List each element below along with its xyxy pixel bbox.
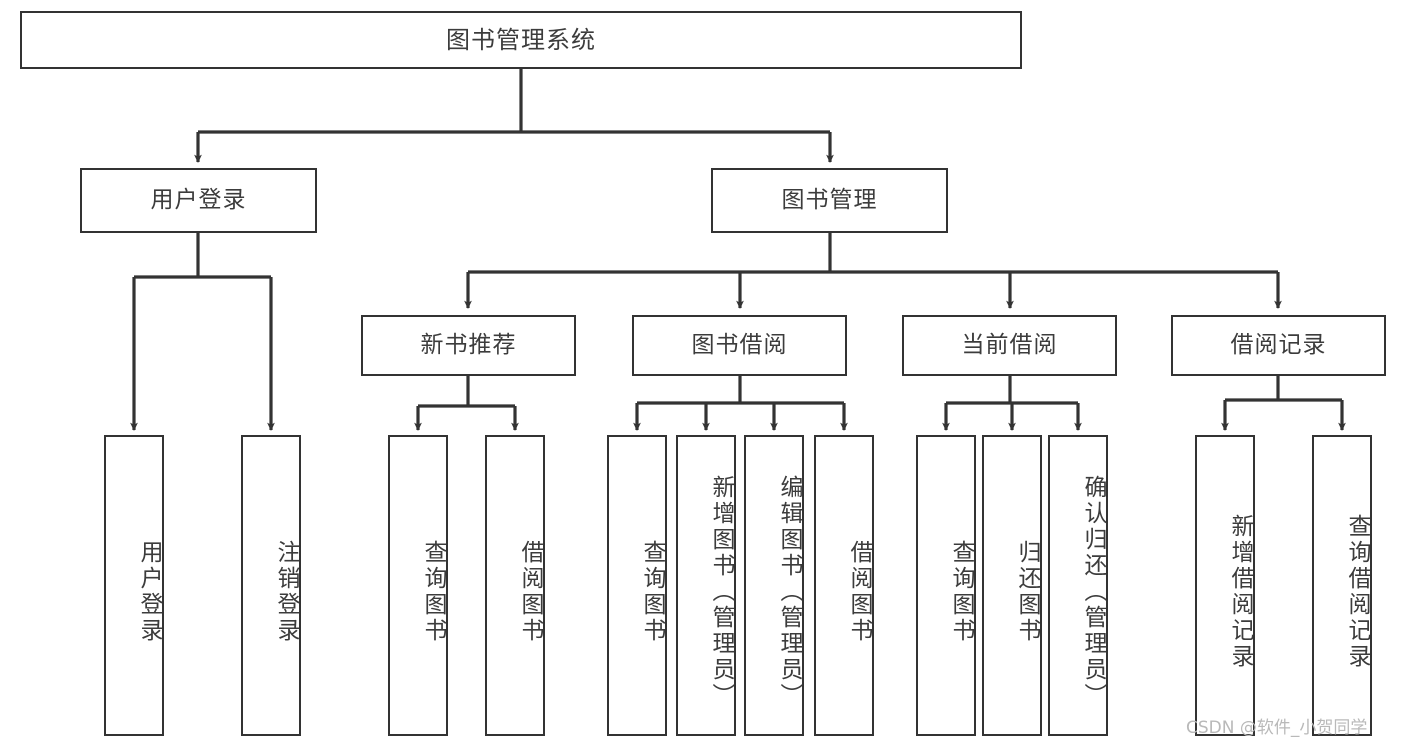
node-leaf-confirm-return[interactable]: 确认归还（管理员） xyxy=(1048,435,1108,736)
node-label: 图书管理系统 xyxy=(446,25,596,54)
node-label: 查询借阅记录 xyxy=(1344,513,1370,670)
node-user-login[interactable]: 用户登录 xyxy=(80,168,317,233)
node-label: 借阅记录 xyxy=(1230,331,1327,358)
node-label: 新增图书（管理员） xyxy=(708,474,734,709)
node-label: 图书借阅 xyxy=(691,331,788,358)
node-label: 借阅图书 xyxy=(517,539,543,644)
node-book-borrow[interactable]: 图书借阅 xyxy=(632,315,847,376)
node-leaf-query-book-2[interactable]: 查询图书 xyxy=(607,435,667,736)
node-leaf-logout-login[interactable]: 注销登录 xyxy=(241,435,301,736)
node-leaf-edit-book[interactable]: 编辑图书（管理员） xyxy=(744,435,804,736)
node-label: 新增借阅记录 xyxy=(1227,513,1253,670)
node-leaf-query-book-1[interactable]: 查询图书 xyxy=(388,435,448,736)
node-label: 注销登录 xyxy=(273,539,299,644)
node-label: 用户登录 xyxy=(136,539,162,644)
node-leaf-add-book[interactable]: 新增图书（管理员） xyxy=(676,435,736,736)
node-label: 确认归还（管理员） xyxy=(1080,474,1106,709)
node-label: 编辑图书（管理员） xyxy=(776,474,802,709)
node-label: 用户登录 xyxy=(150,186,247,213)
node-new-book-recommend[interactable]: 新书推荐 xyxy=(361,315,576,376)
node-label: 查询图书 xyxy=(420,539,446,644)
node-leaf-user-login[interactable]: 用户登录 xyxy=(104,435,164,736)
node-current-borrow[interactable]: 当前借阅 xyxy=(902,315,1117,376)
node-label: 新书推荐 xyxy=(420,331,517,358)
node-book-management[interactable]: 图书管理 xyxy=(711,168,948,233)
node-label: 查询图书 xyxy=(639,539,665,644)
node-leaf-return-book[interactable]: 归还图书 xyxy=(982,435,1042,736)
node-label: 图书管理 xyxy=(781,186,878,213)
node-label: 查询图书 xyxy=(948,539,974,644)
node-label: 当前借阅 xyxy=(961,331,1058,358)
node-leaf-query-book-3[interactable]: 查询图书 xyxy=(916,435,976,736)
node-leaf-borrow-book-2[interactable]: 借阅图书 xyxy=(814,435,874,736)
node-root-system[interactable]: 图书管理系统 xyxy=(20,11,1022,69)
node-leaf-borrow-book-1[interactable]: 借阅图书 xyxy=(485,435,545,736)
node-leaf-add-record[interactable]: 新增借阅记录 xyxy=(1195,435,1255,736)
node-label: 借阅图书 xyxy=(846,539,872,644)
node-label: 归还图书 xyxy=(1014,539,1040,644)
node-borrow-record[interactable]: 借阅记录 xyxy=(1171,315,1386,376)
node-leaf-query-record[interactable]: 查询借阅记录 xyxy=(1312,435,1372,736)
